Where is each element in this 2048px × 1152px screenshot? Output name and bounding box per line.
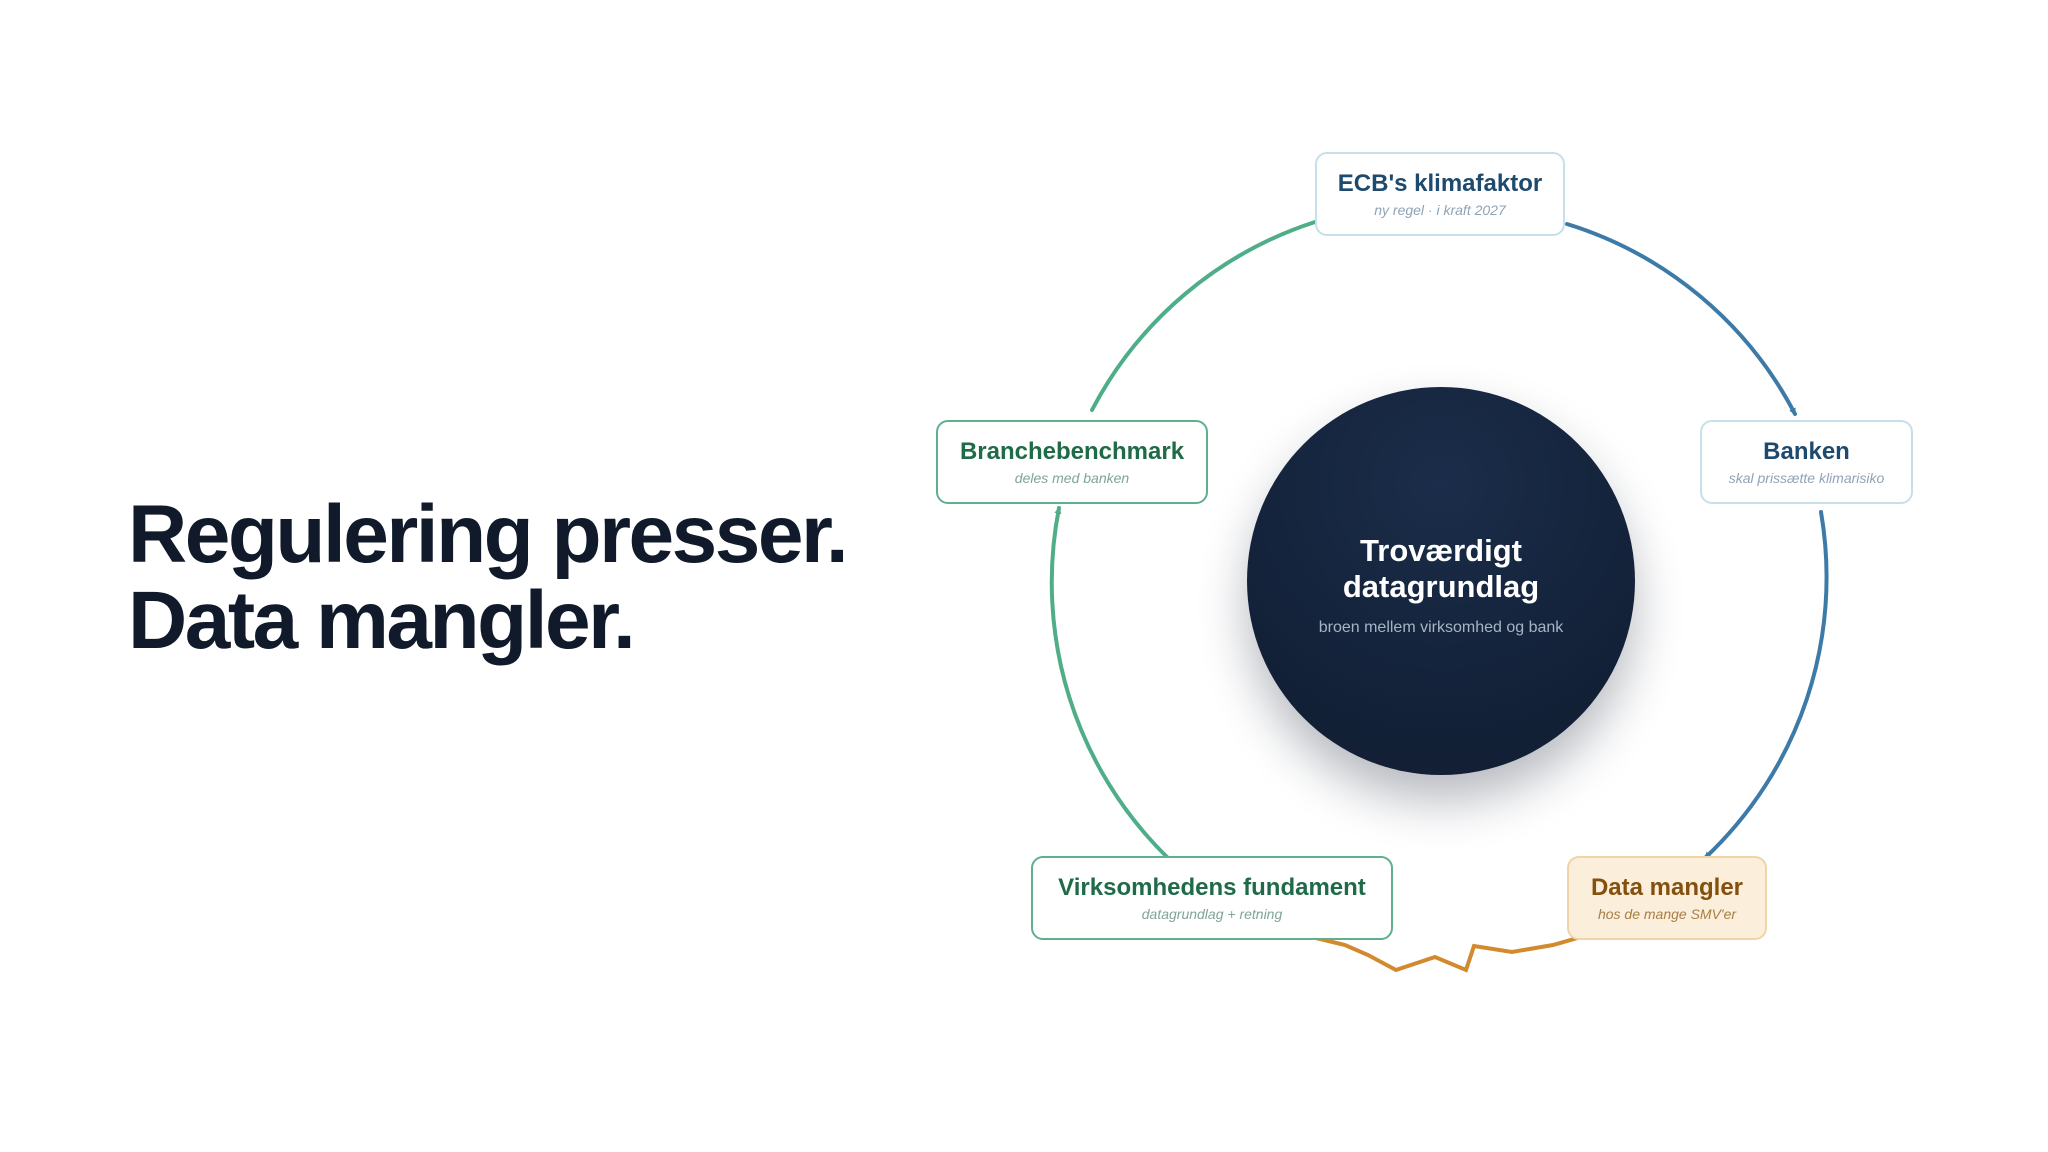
node-benchmark-title: Branchebenchmark	[959, 437, 1185, 465]
headline: Regulering presser. Data mangler.	[128, 489, 849, 666]
node-data-mangler: Data mangler hos de mange SMV'er	[1567, 856, 1767, 940]
node-ecb: ECB's klimafaktor ny regel · i kraft 202…	[1315, 152, 1565, 236]
node-benchmark: Branchebenchmark deles med banken	[936, 420, 1208, 504]
node-fundament: Virksomhedens fundament datagrundlag + r…	[1031, 856, 1393, 940]
hub-title: Troværdigt datagrundlag	[1343, 533, 1539, 605]
hub-title-line-1: Troværdigt	[1360, 533, 1522, 568]
node-ecb-title: ECB's klimafaktor	[1337, 169, 1543, 197]
node-fundament-subtitle: datagrundlag + retning	[1141, 905, 1283, 922]
arc-benchmark-to-ecb	[1090, 220, 1317, 412]
headline-line-1: Regulering presser.	[128, 489, 849, 580]
arc-banken-to-data-mangler	[1703, 510, 1829, 860]
broken-link-line	[1289, 930, 1590, 973]
headline-line-2: Data mangler.	[128, 575, 636, 666]
node-ecb-subtitle: ny regel · i kraft 2027	[1374, 201, 1506, 218]
node-fundament-title: Virksomhedens fundament	[1058, 873, 1366, 901]
arc-ecb-to-banken	[1565, 222, 1797, 416]
node-banken-subtitle: skal prissætte klimarisiko	[1728, 469, 1885, 486]
node-data-mangler-subtitle: hos de mange SMV'er	[1597, 905, 1737, 922]
arc-fundament-to-benchmark	[1049, 506, 1170, 860]
node-banken: Banken skal prissætte klimarisiko	[1700, 420, 1913, 504]
node-data-mangler-title: Data mangler	[1590, 873, 1744, 901]
node-banken-title: Banken	[1763, 437, 1850, 465]
node-benchmark-subtitle: deles med banken	[1014, 469, 1130, 486]
hub-title-line-2: datagrundlag	[1342, 569, 1540, 604]
hub-subtitle: broen mellem virksomhed og bank	[1318, 619, 1564, 636]
hub-circle: Troværdigt datagrundlag broen mellem vir…	[1247, 387, 1635, 775]
